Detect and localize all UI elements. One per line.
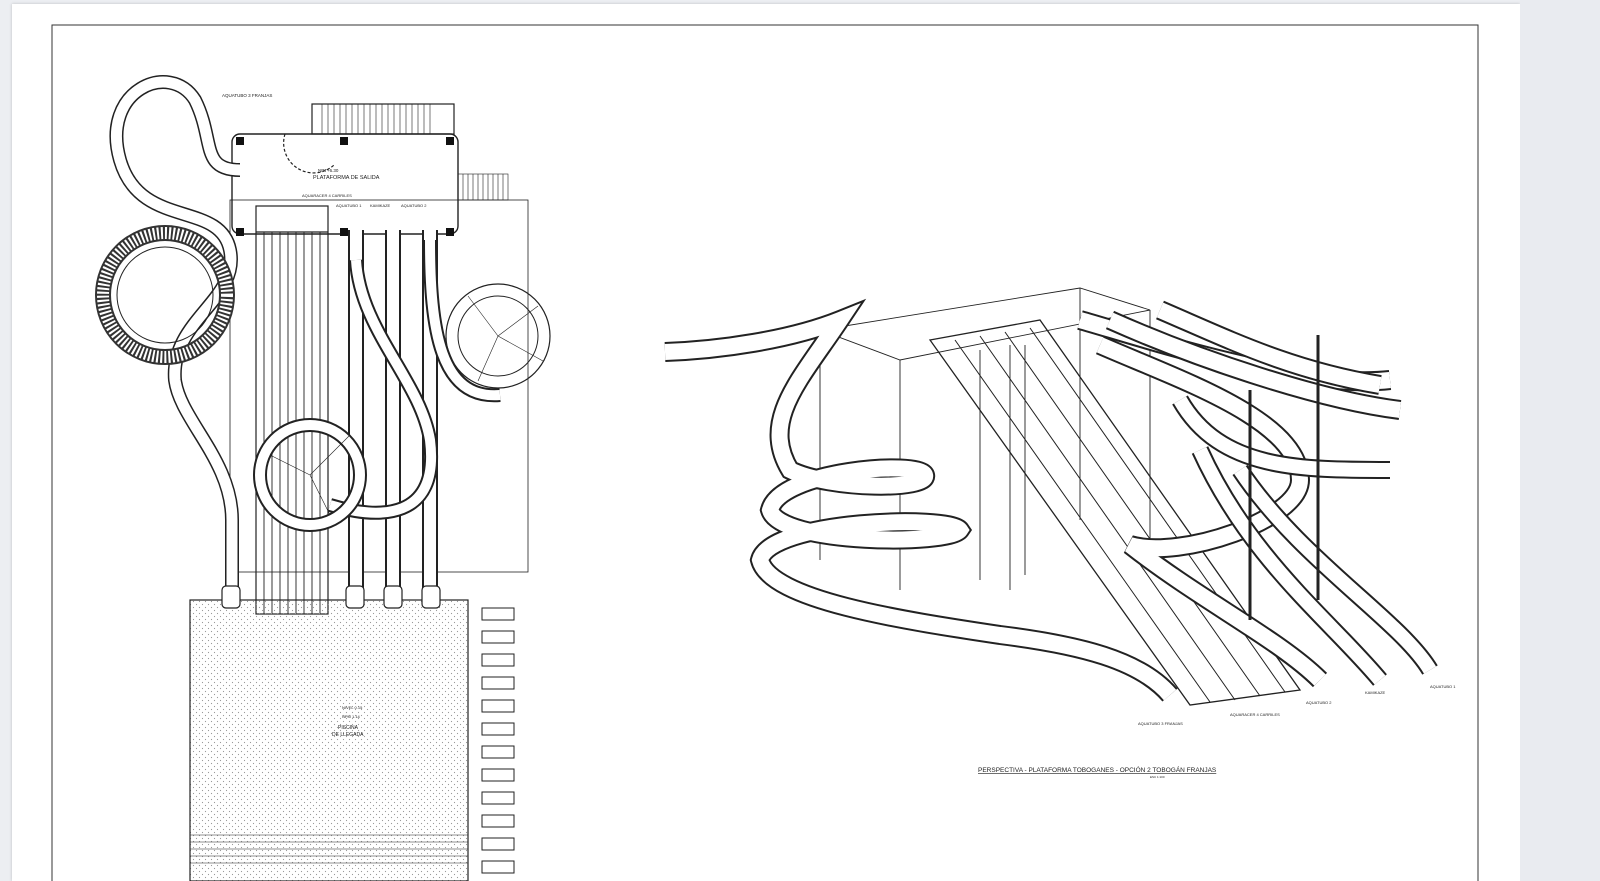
label-aquatubo2: AQUATUBO 2 [401,203,427,208]
perspective-labels: AQUATUBO 3 FRANJAS AQUARACER 4 CARRILES … [978,684,1456,779]
pool-level-2: NPM 1.14 [342,714,361,719]
pool-title-1: PISCINA [338,725,359,731]
label-aquatubo1: AQUATUBO 1 [336,203,362,208]
pool-title-2: DE LLEGADA [332,732,364,738]
persp-label-kamikaze: KAMIKAZE [1365,690,1386,695]
label-aquatubo3: AQUATUBO 3 FRANJAS [222,93,272,98]
persp-label-aquaracer: AQUARACER 4 CARRILES [1230,712,1280,717]
perspective-scale: ESC 1:100 [1150,775,1165,779]
persp-label-aquatubo1: AQUATUBO 1 [1430,684,1456,689]
persp-label-aquatubo3: AQUATUBO 3 FRANJAS [1138,721,1183,726]
perspective-view [664,287,1438,706]
platform-title: PLATAFORMA DE SALIDA [313,175,380,181]
plan-labels: AQUATUBO 3 FRANJAS NPT+6.30 PLATAFORMA D… [222,93,427,738]
viewer-scroll-area[interactable] [1520,0,1600,881]
label-aquaracer: AQUARACER 4 CARRILES [302,193,352,198]
persp-label-aquatubo2: AQUATUBO 2 [1306,700,1332,705]
sheet-frame [51,24,1479,881]
plan-view [95,75,551,881]
platform-level: NPT+6.30 [318,168,339,173]
label-kamikaze: KAMIKAZE [370,203,391,208]
pool-level-1: NIVEL 0.15 [342,705,363,710]
perspective-title: PERSPECTIVA - PLATAFORMA TOBOGANES - OPC… [978,765,1217,774]
